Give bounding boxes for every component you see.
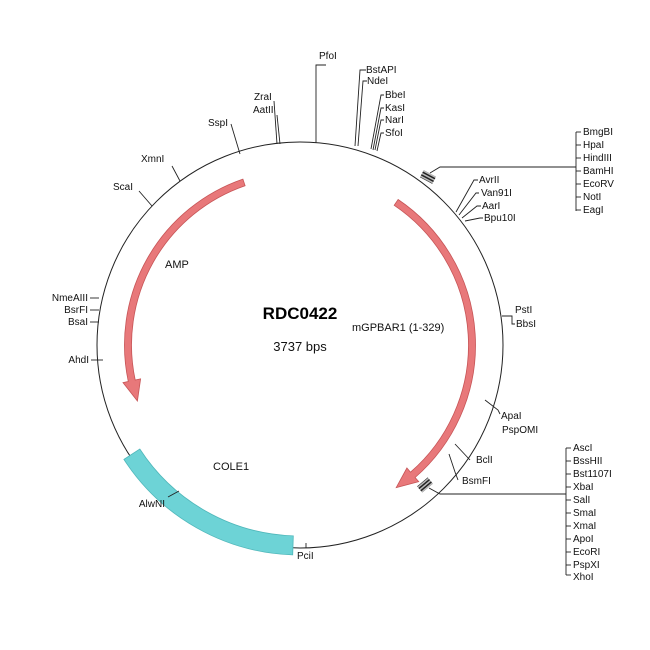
site-alwni: AlwNI xyxy=(139,499,165,510)
site-pfoi: PfoI xyxy=(319,51,337,62)
site-asci: AscI xyxy=(573,443,592,454)
site-pspomi: PspOMI xyxy=(502,425,538,436)
mcs-block-upper xyxy=(419,170,437,184)
site-ndei: NdeI xyxy=(367,76,388,87)
amp-feature-arrow xyxy=(122,178,246,402)
site-ecori: EcoRI xyxy=(573,547,600,558)
mcs-block-lower xyxy=(417,477,433,493)
site-bamhi: BamHI xyxy=(583,166,614,177)
site-bsai: BsaI xyxy=(68,317,88,328)
site-avrii: AvrII xyxy=(479,175,499,186)
site-smai: SmaI xyxy=(573,508,596,519)
site-xhoi: XhoI xyxy=(573,572,594,583)
site-bsrfi: BsrFI xyxy=(64,305,88,316)
site-hindiii: HindIII xyxy=(583,153,612,164)
site-xbai: XbaI xyxy=(573,482,594,493)
site-pcii: PciI xyxy=(297,551,314,562)
cole1-label: COLE1 xyxy=(213,461,249,473)
site-bbsi: BbsI xyxy=(516,319,536,330)
site-aari: AarI xyxy=(482,201,500,212)
plasmid-name: RDC0422 xyxy=(263,304,338,323)
site-pspxi: PspXI xyxy=(573,560,600,571)
site-scai: ScaI xyxy=(113,182,133,193)
site-nmeaiii: NmeAIII xyxy=(52,293,88,304)
cole1-origin-arc xyxy=(123,448,294,556)
site-sali: SalI xyxy=(573,495,590,506)
site-ahdi: AhdI xyxy=(68,355,89,366)
site-bmgbi: BmgBI xyxy=(583,127,613,138)
amp-label: AMP xyxy=(165,259,189,271)
site-bsshii: BssHII xyxy=(573,456,602,467)
site-bbei: BbeI xyxy=(385,90,406,101)
insert-feature-arrow xyxy=(393,198,476,489)
site-xmai: XmaI xyxy=(573,521,596,532)
site-hpai: HpaI xyxy=(583,140,604,151)
site-bcli: BclI xyxy=(476,455,493,466)
insert-label: mGPBAR1 (1-329) xyxy=(352,322,444,334)
site-kasi: KasI xyxy=(385,103,405,114)
site-sfoi: SfoI xyxy=(385,128,403,139)
site-zrai: ZraI xyxy=(254,92,272,103)
site-sspi: SspI xyxy=(208,118,228,129)
site-psti: PstI xyxy=(515,305,532,316)
site-apoi: ApoI xyxy=(573,534,594,545)
site-bsmfi: BsmFI xyxy=(462,476,491,487)
site-nari: NarI xyxy=(385,115,404,126)
site-xmni: XmnI xyxy=(141,154,164,165)
site-bstapi: BstAPI xyxy=(366,65,397,76)
site-ecorv: EcoRV xyxy=(583,179,614,190)
site-noti: NotI xyxy=(583,192,601,203)
plasmid-backbone xyxy=(96,141,504,549)
plasmid-size: 3737 bps xyxy=(273,339,327,354)
site-aatii: AatII xyxy=(253,105,274,116)
site-bst1107i: Bst1107I xyxy=(573,469,612,480)
site-eagi: EagI xyxy=(583,205,604,216)
site-van91i: Van91I xyxy=(481,188,512,199)
site-apai: ApaI xyxy=(501,411,522,422)
site-bpu10i: Bpu10I xyxy=(484,213,516,224)
